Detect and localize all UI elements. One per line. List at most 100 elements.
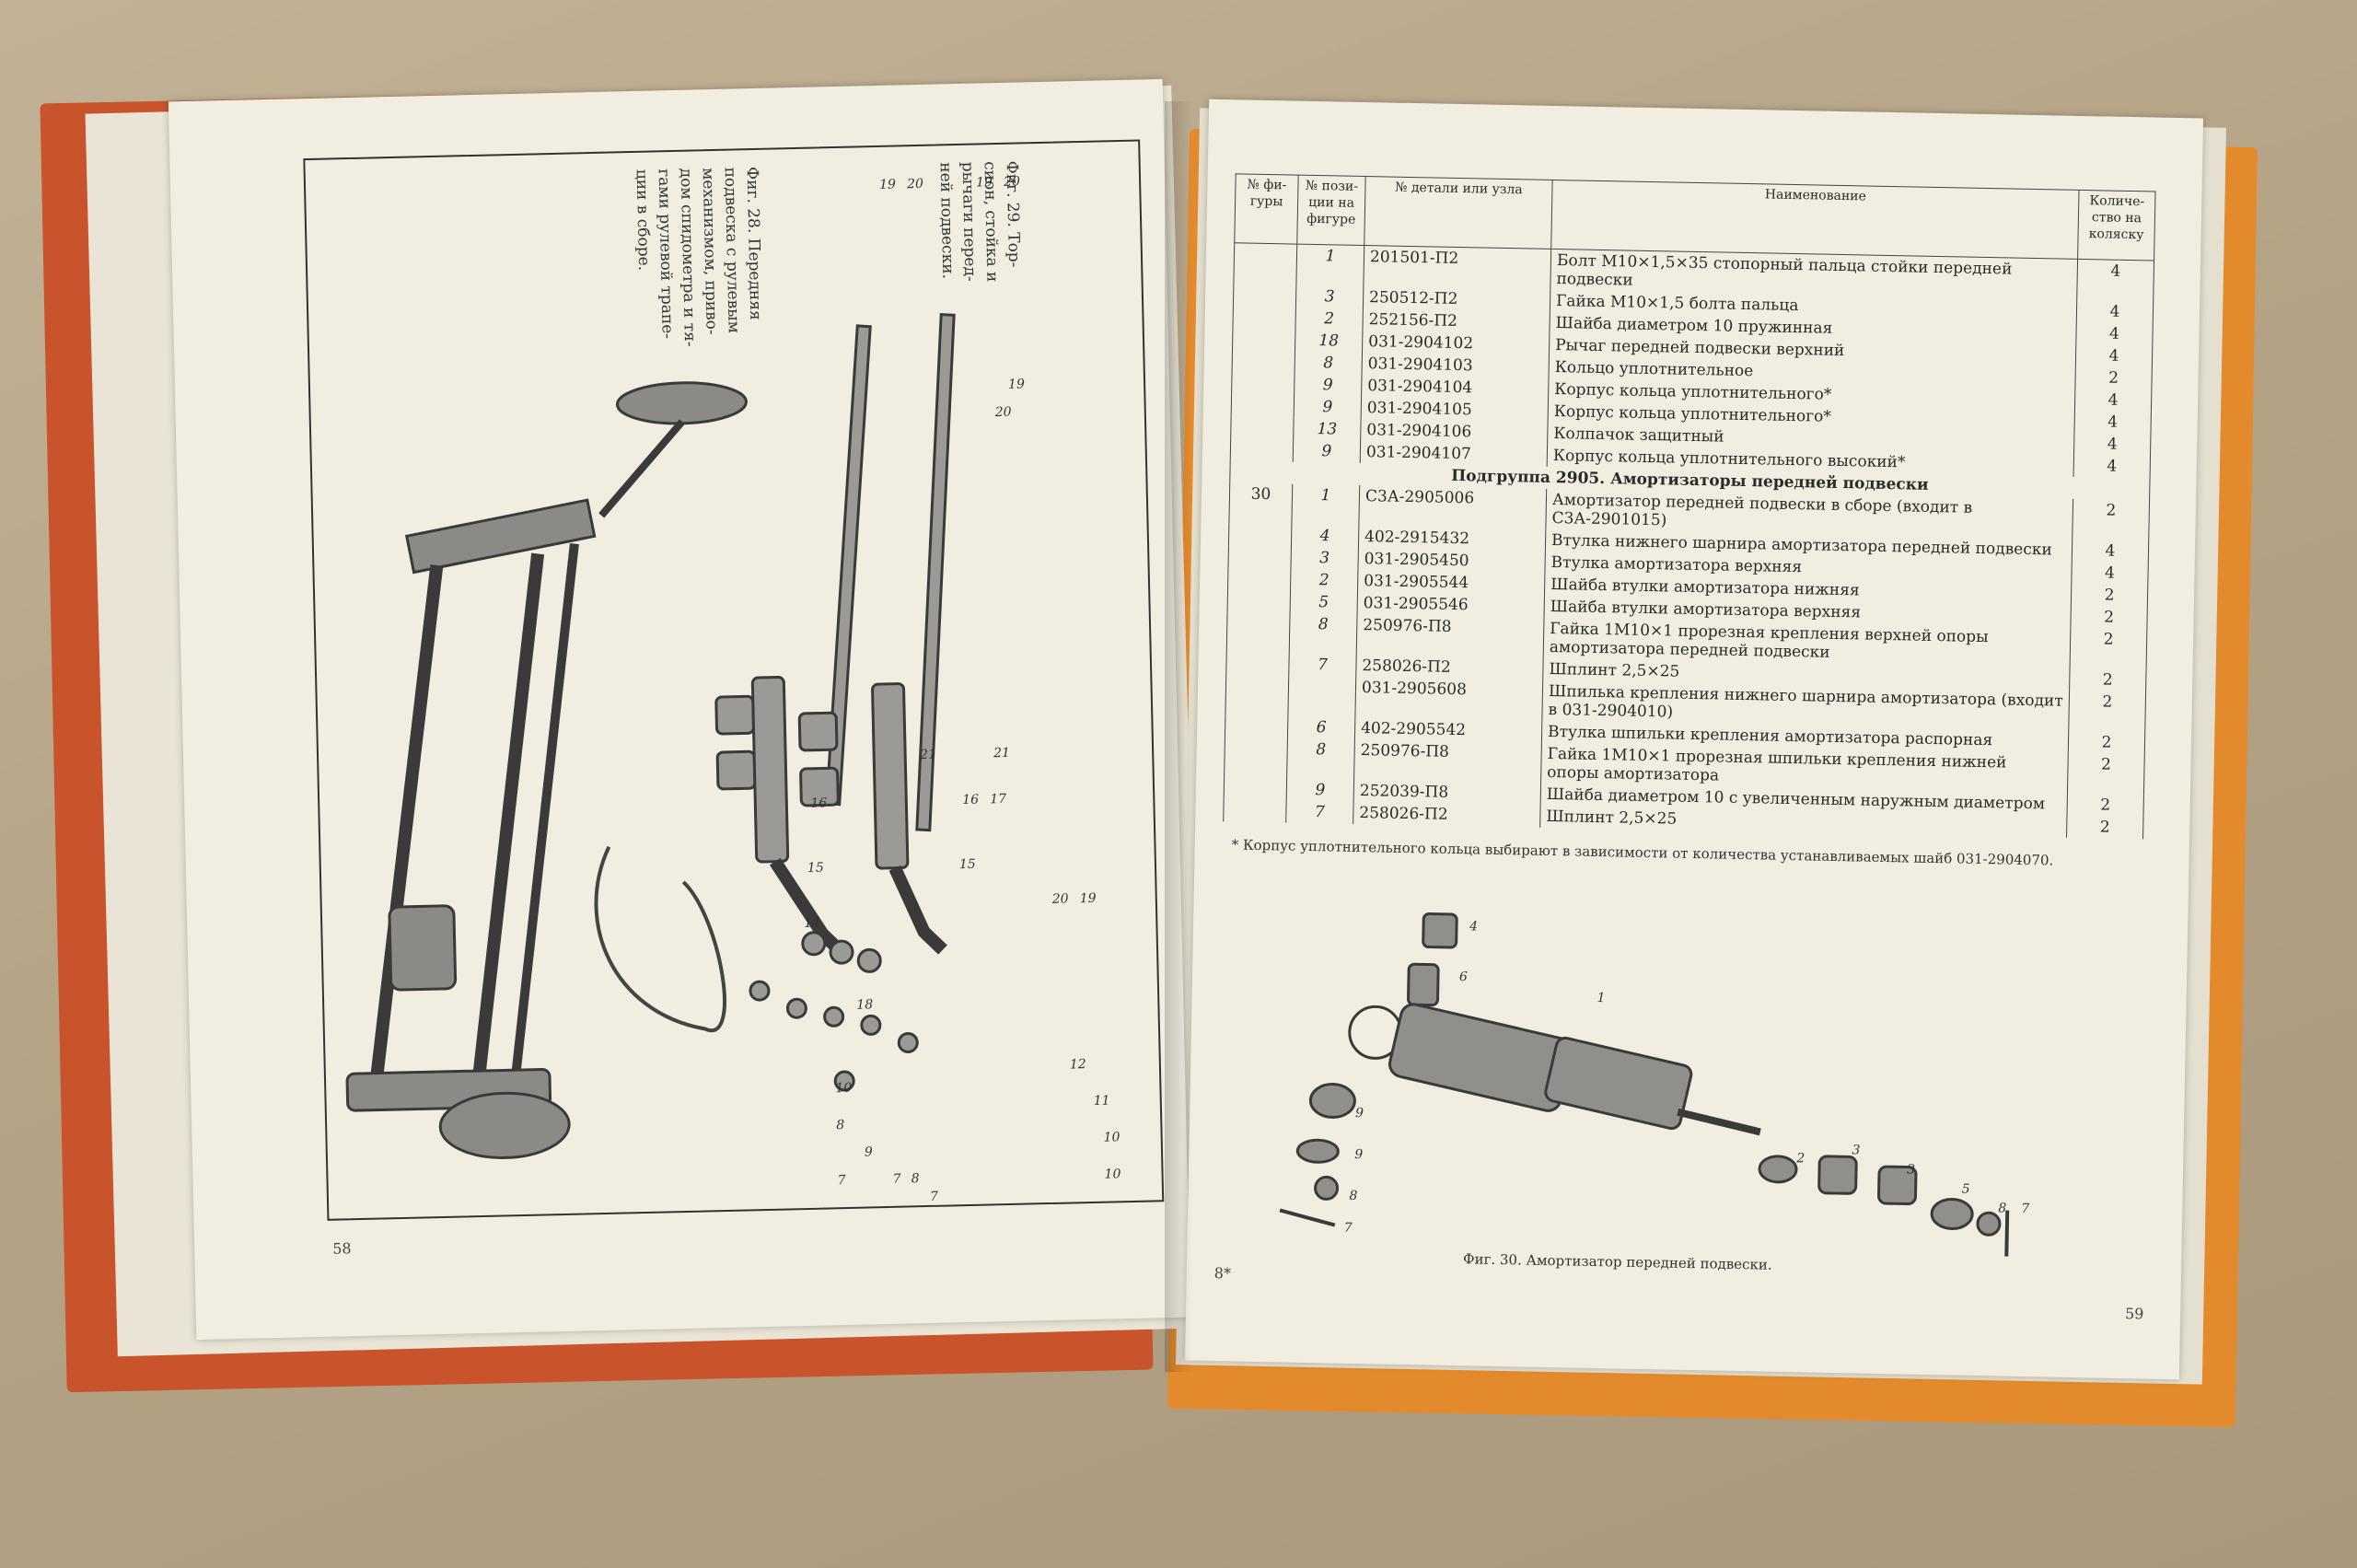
fig30-callout: 3 — [1852, 1143, 1861, 1158]
cell-position: 8 — [1295, 351, 1363, 375]
cell-position: 18 — [1295, 329, 1363, 354]
callout-label: 16 — [810, 796, 828, 811]
page-number-right: 59 — [2124, 1305, 2144, 1323]
cell-part-number: 250976-П8 — [1353, 738, 1542, 784]
col-header-name: Наименование — [1550, 180, 2080, 260]
cell-quantity: 2 — [2070, 605, 2148, 630]
fig30-callout: 8 — [1998, 1201, 2007, 1216]
cell-position: 9 — [1293, 439, 1361, 463]
callout-label: 7 — [892, 1171, 901, 1187]
callout-label: 15 — [958, 856, 976, 873]
fig30-callout: 7 — [1343, 1220, 1353, 1236]
fig30-callout: 5 — [1961, 1181, 1970, 1197]
fig30-callout: 9 — [1354, 1147, 1364, 1163]
callout-label: 20 — [994, 404, 1012, 421]
callout-label: 14 — [804, 915, 821, 931]
cell-position: 6 — [1287, 715, 1355, 739]
cell-figure — [1227, 545, 1292, 569]
torsion-bar-illustration — [714, 313, 956, 1092]
callout-label: 21 — [920, 747, 937, 763]
cell-figure — [1233, 242, 1297, 285]
callout-label: 7 — [929, 1189, 939, 1204]
cell-position: 4 — [1291, 524, 1359, 548]
cell-figure — [1225, 714, 1288, 738]
fig30-callout: 4 — [1469, 919, 1479, 935]
right-page: № фи- гуры № пози- ции на фигуре № детал… — [1184, 99, 2204, 1380]
cell-position: 2 — [1290, 568, 1358, 592]
cell-quantity: 2 — [2071, 583, 2148, 608]
fig30-callout: 2 — [1796, 1151, 1805, 1167]
cell-quantity: 4 — [2076, 299, 2154, 324]
fig30-callout: 1 — [1596, 991, 1606, 1006]
cell-position: 13 — [1293, 417, 1362, 441]
cell-quantity: 4 — [2075, 321, 2154, 346]
callout-label: 21 — [993, 745, 1011, 761]
cell-position: 9 — [1294, 395, 1362, 419]
cell-quantity: 2 — [2074, 366, 2153, 390]
callout-label: 18 — [856, 997, 874, 1013]
fig30-caption: Фиг. 30. Амортизатор передней подвески. — [1462, 1250, 1772, 1273]
cell-position: 8 — [1289, 612, 1358, 655]
callout-label: 19 — [878, 177, 897, 192]
cell-position: 2 — [1295, 307, 1364, 331]
cell-quantity: 2 — [2072, 498, 2150, 541]
cell-quantity: 2 — [2070, 627, 2147, 670]
cell-figure — [1232, 328, 1295, 352]
cell-figure — [1227, 567, 1291, 591]
cell-quantity: 4 — [2072, 539, 2149, 563]
callout-label: 10 — [1103, 1130, 1120, 1145]
cell-figure — [1226, 611, 1291, 654]
cell-quantity: 2 — [2067, 752, 2145, 796]
callout-label: 20 — [1051, 891, 1069, 907]
cell-quantity: 2 — [2068, 690, 2146, 733]
cell-quantity: 2 — [2066, 793, 2144, 818]
cell-quantity: 2 — [2069, 668, 2147, 692]
cell-position: 8 — [1286, 738, 1355, 780]
cell-part-number: С3А-2905006 — [1358, 484, 1547, 529]
front-suspension-illustration — [345, 381, 748, 1159]
callout-label: 19 — [975, 175, 993, 191]
callout-label: 20 — [906, 176, 924, 192]
col-header-part-number: № детали или узла — [1364, 176, 1553, 250]
callout-label: 15 — [807, 860, 824, 876]
cell-position: 7 — [1288, 653, 1357, 677]
cell-part-number: 250976-П8 — [1356, 613, 1545, 658]
cell-figure — [1231, 394, 1295, 418]
fig30-callout: 6 — [1458, 970, 1469, 985]
col-header-quantity: Количе- ство на коляску — [2077, 190, 2156, 261]
cell-part-number: 258026-П2 — [1353, 801, 1541, 828]
cell-position — [1287, 675, 1356, 717]
callout-label: 9 — [864, 1144, 874, 1160]
col-header-fig: № фи- гуры — [1234, 173, 1299, 245]
cell-position: 3 — [1290, 546, 1359, 570]
cell-quantity: 4 — [2074, 388, 2152, 412]
cell-position: 9 — [1294, 373, 1363, 397]
left-page: Фиг. 28. Передняя подвеска с рулевым мех… — [168, 78, 1191, 1341]
cell-figure — [1224, 777, 1287, 801]
cell-figure — [1224, 737, 1288, 779]
cell-quantity: 4 — [2073, 410, 2152, 435]
shock-absorber-illustration — [1279, 912, 2010, 1257]
cell-quantity: 4 — [2073, 454, 2151, 479]
cell-position: 9 — [1286, 778, 1354, 802]
callout-label: 19 — [1079, 890, 1097, 907]
callout-label: 10 — [835, 1080, 853, 1097]
callout-label: 8 — [836, 1118, 845, 1133]
cell-part-number: 031-2905608 — [1354, 676, 1543, 721]
cell-figure — [1232, 306, 1296, 330]
callout-label: 20 — [1003, 174, 1021, 190]
callout-label: 8 — [911, 1171, 920, 1187]
callout-label: 11 — [1093, 1093, 1110, 1109]
callout-label: 10 — [1104, 1167, 1121, 1182]
cell-position: 1 — [1291, 483, 1360, 526]
cell-quantity: 4 — [2076, 259, 2154, 302]
cell-figure — [1232, 350, 1295, 374]
cell-figure — [1223, 799, 1287, 823]
cell-figure — [1233, 284, 1296, 308]
signature-mark: 8* — [1213, 1264, 1232, 1283]
callout-label: 19 — [1007, 377, 1026, 392]
callout-label: 7 — [837, 1173, 846, 1189]
